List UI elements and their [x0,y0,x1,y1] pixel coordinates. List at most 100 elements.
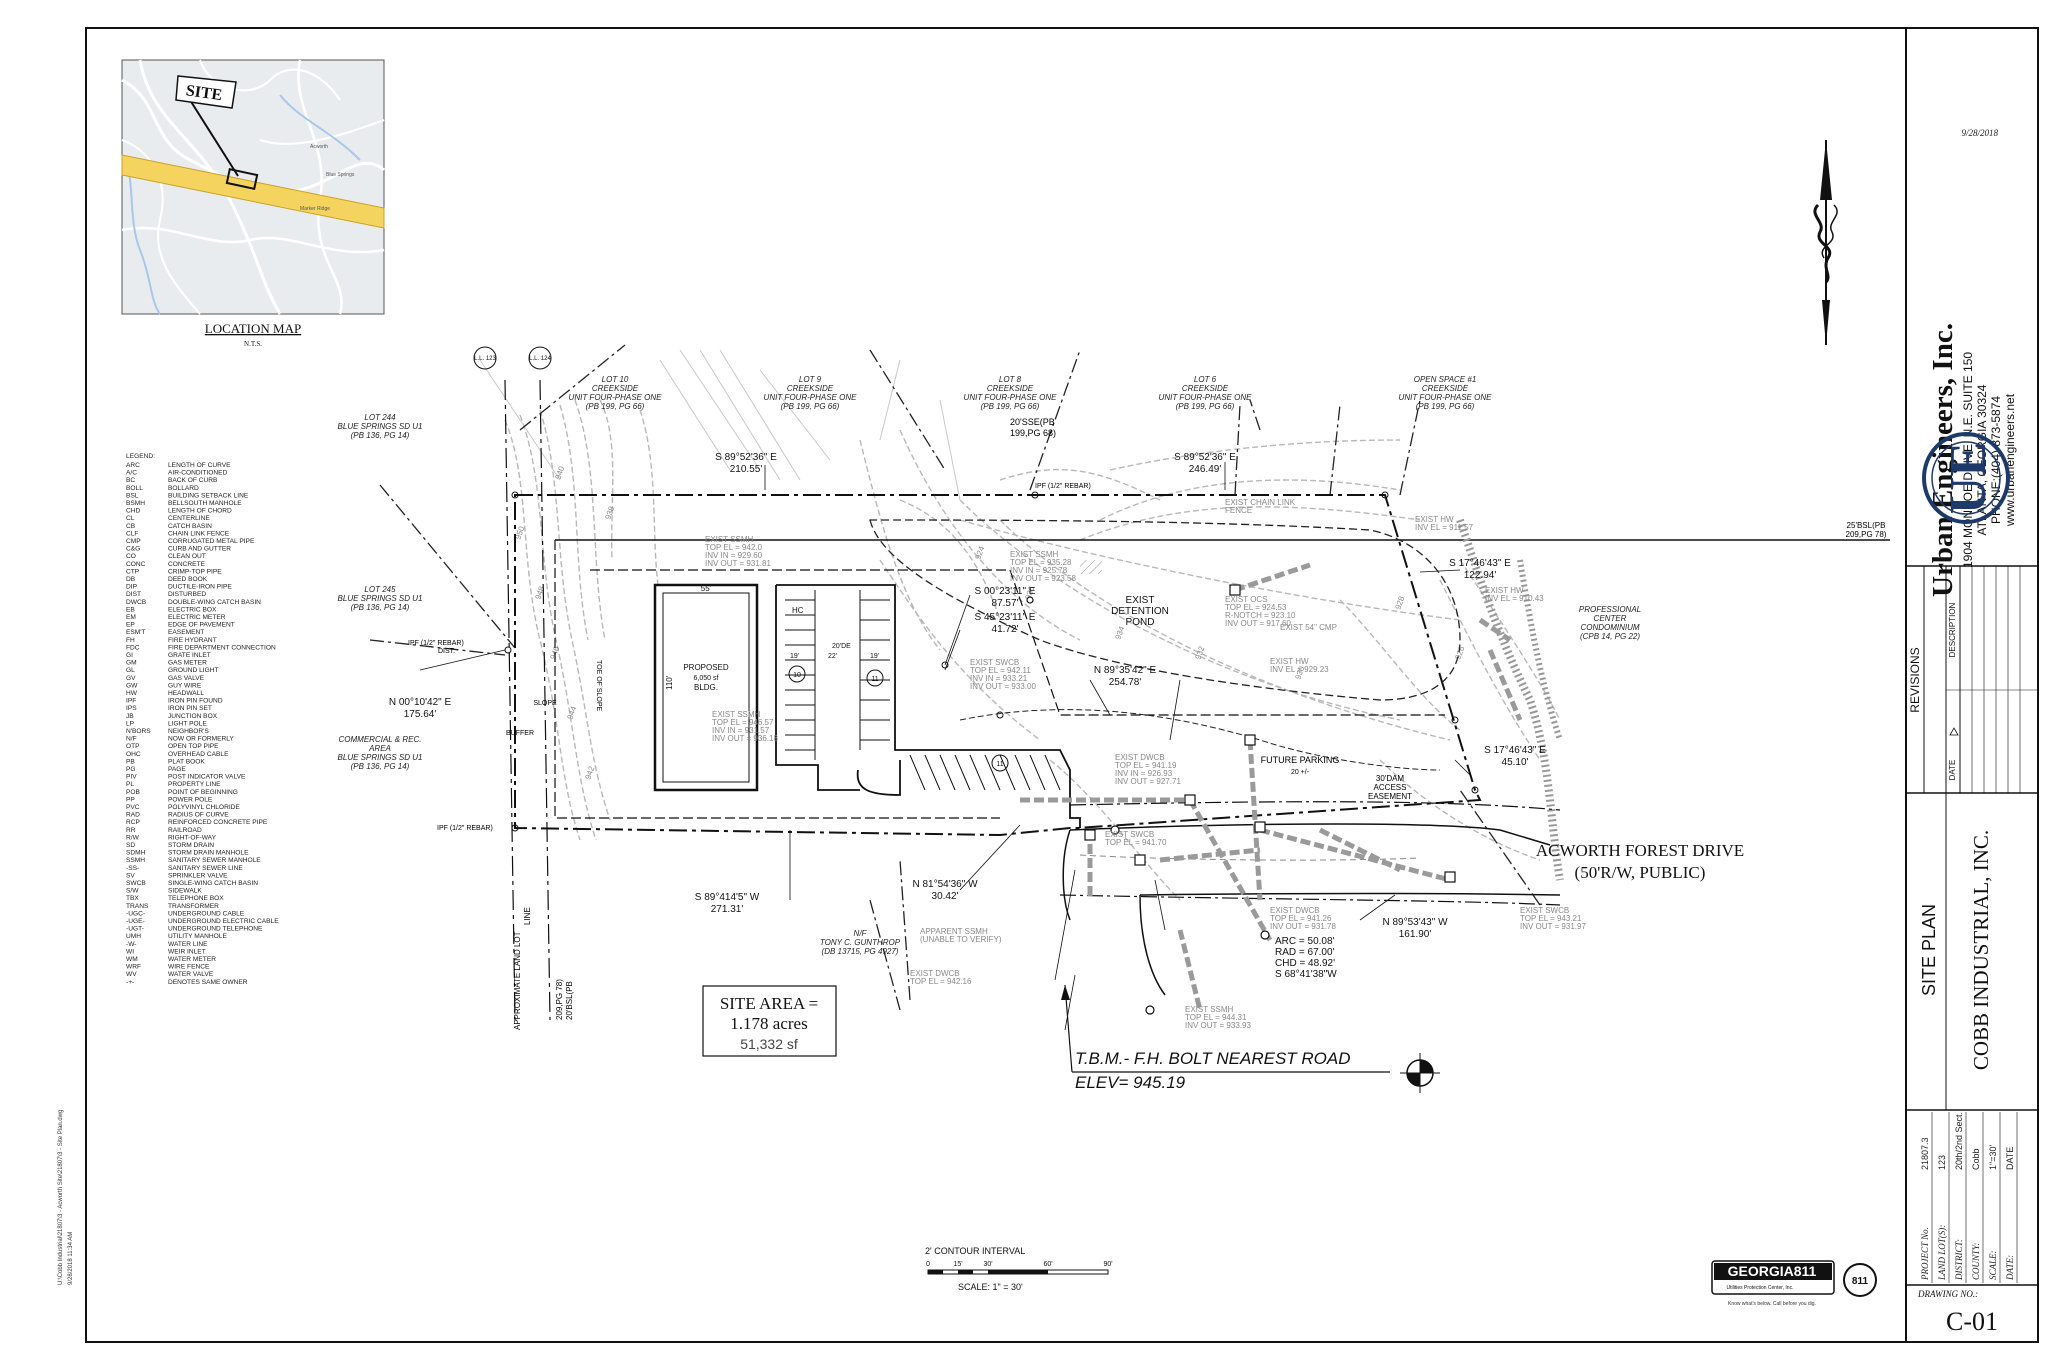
pond-label: POND [1126,617,1155,628]
detention-pond [869,519,1461,701]
easement-label: EASEMENT [1368,792,1412,801]
structure-label: TOP EL = 941.19 [1115,761,1177,770]
legend-desc: SPRINKLER VALVE [168,872,228,879]
legend-desc: BUILDING SETBACK LINE [168,492,249,499]
legend-desc: JUNCTION BOX [168,713,218,720]
scale-tick-label: 15' [953,1261,962,1268]
legend-abbr: CO [126,553,136,560]
curve-data: ARC = 50.08' [1275,936,1335,947]
structure-label: INV EL = 929.23 [1270,665,1329,674]
scale-bar-title: 2' CONTOUR INTERVAL [925,1246,1025,1256]
structure-label: EXIST DWCB [1115,753,1165,762]
legend-abbr: OHC [126,751,141,758]
legend-desc: DENOTES SAME OWNER [168,979,248,986]
legend-desc: GUY WIRE [168,682,202,689]
contour-label: 944 [565,705,578,721]
firm-name: Urban Engineers, Inc. [1927,323,1959,597]
lot-label: LOT 9 [799,375,822,384]
legend-abbr: CB [126,523,136,530]
scale-tick-label: 0 [926,1261,930,1268]
legend-desc: ELECTRIC BOX [168,606,217,613]
structure-label: EXIST SSMH [712,710,761,719]
structure-label: APPARENT SSMH [920,927,988,936]
legend-desc: SANITARY SEWER MANHOLE [168,857,261,864]
legend-desc: RADIUS OF CURVE [168,812,229,819]
contour-label: 930 [1293,665,1306,681]
legend-abbr: -UGE- [126,918,145,925]
structure-label: INV IN = 929.60 [705,551,763,560]
lot-label: LOT 8 [999,375,1022,384]
legend-abbr: CHD [126,508,141,515]
structure-label: INV OUT = 931.81 [705,559,771,568]
project-info-label: SCALE: [1988,1250,1998,1280]
date-stamp: 9/28/2018 [1961,128,1998,138]
legend-abbr: GL [126,667,135,674]
drawing-no-label: DRAWING NO.: [1917,1289,1978,1299]
contour-label: 950 [513,525,526,541]
legend-abbr: GM [126,660,137,667]
legend-desc: POINT OF BEGINNING [168,789,238,796]
structure-label: EXIST DWCB [910,969,960,978]
legend-desc: UNDERGROUND ELECTRIC CABLE [168,918,279,925]
legend-desc: CONCRETE [168,561,206,568]
legend-abbr: BC [126,477,135,484]
scale-tick-label: 90' [1103,1261,1112,1268]
pond-label: EXIST [1126,595,1155,606]
parking-dim-22: 22' [828,653,837,660]
pond-label: DETENTION [1111,606,1169,617]
svg-text:Utilities Protection Center, I: Utilities Protection Center, Inc. [1727,1285,1794,1291]
bearing-label: N 00°10'42" E [389,697,452,708]
lot-label: CREEKSIDE [987,384,1034,393]
legend-abbr: RCP [126,819,141,826]
firm-address-2: ATLANTA, GEORGIA 30324 [1975,384,1989,535]
legend-desc: UNDERGROUND TELEPHONE [168,926,263,933]
contour-label: 936 [1023,585,1036,601]
revisions-title: REVISIONS [1908,647,1922,712]
legend-abbr: CLF [126,530,138,537]
tbm-elevation: ELEV= 945.19 [1075,1073,1186,1092]
distance-label: 254.78' [1109,677,1142,688]
structure-label: TOP EL = 935.28 [1010,558,1072,567]
scale-tick-label: 60' [1043,1261,1052,1268]
svg-text:Acworth: Acworth [310,144,328,150]
bearing-label: S 45°23'11" E [975,612,1036,623]
building-label-1: PROPOSED [683,663,729,672]
adjacent-parcel-label: CONDOMINIUM [1580,623,1639,632]
adjacent-parcel-label: LOT 245 [364,585,396,594]
structure-label: EXIST 54" CMP [1280,623,1337,632]
site-area-sf: 51,332 sf [740,1036,798,1052]
future-parking-count: 20 +/- [1291,769,1310,776]
legend-desc: DISTURBED [168,591,206,598]
legend-abbr: DWCB [126,599,147,606]
lot-label: CREEKSIDE [1182,384,1229,393]
lot-label: CREEKSIDE [787,384,834,393]
legend-abbr: SDMH [126,850,146,857]
adjacent-parcel-label: CENTER [1594,614,1627,623]
structure-label: (UNABLE TO VERIFY) [920,935,1002,944]
legend-abbr: FDC [126,644,140,651]
structure-label: FENCE [1225,506,1252,515]
structure-label: INV IN = 931.57 [712,726,770,735]
structure-label: INV OUT = 931.78 [1270,922,1336,931]
parking-count-11: 11 [871,676,878,683]
legend-desc: GRATE INLET [168,652,211,659]
structure-label: INV IN = 925.78 [1010,566,1068,575]
legend-abbr: DB [126,576,136,583]
distance-label: 30.42' [932,891,959,902]
legend-desc: GROUND LIGHT [168,667,219,674]
legend-desc: POLYVINYL CHLORIDE [168,804,240,811]
lot-label: CREEKSIDE [592,384,639,393]
easement-label: ACCESS [1374,783,1407,792]
client-name: COBB INDUSTRIAL, INC. [1969,830,1993,1070]
legend-desc: POWER POLE [168,796,213,803]
georgia-811-logo: GEORGIA811 Utilities Protection Center, … [1711,1260,1877,1307]
legend-abbr: DIP [126,584,138,591]
contour-label: 942 [583,765,596,781]
legend-abbr: RAD [126,812,140,819]
ipf-label: IPF (1/2" REBAR) [408,640,464,647]
structure-label: INV EL = 911.57 [1415,523,1474,532]
legend-abbr: SV [126,872,135,879]
legend-desc: IRON PIN SET [168,705,212,712]
